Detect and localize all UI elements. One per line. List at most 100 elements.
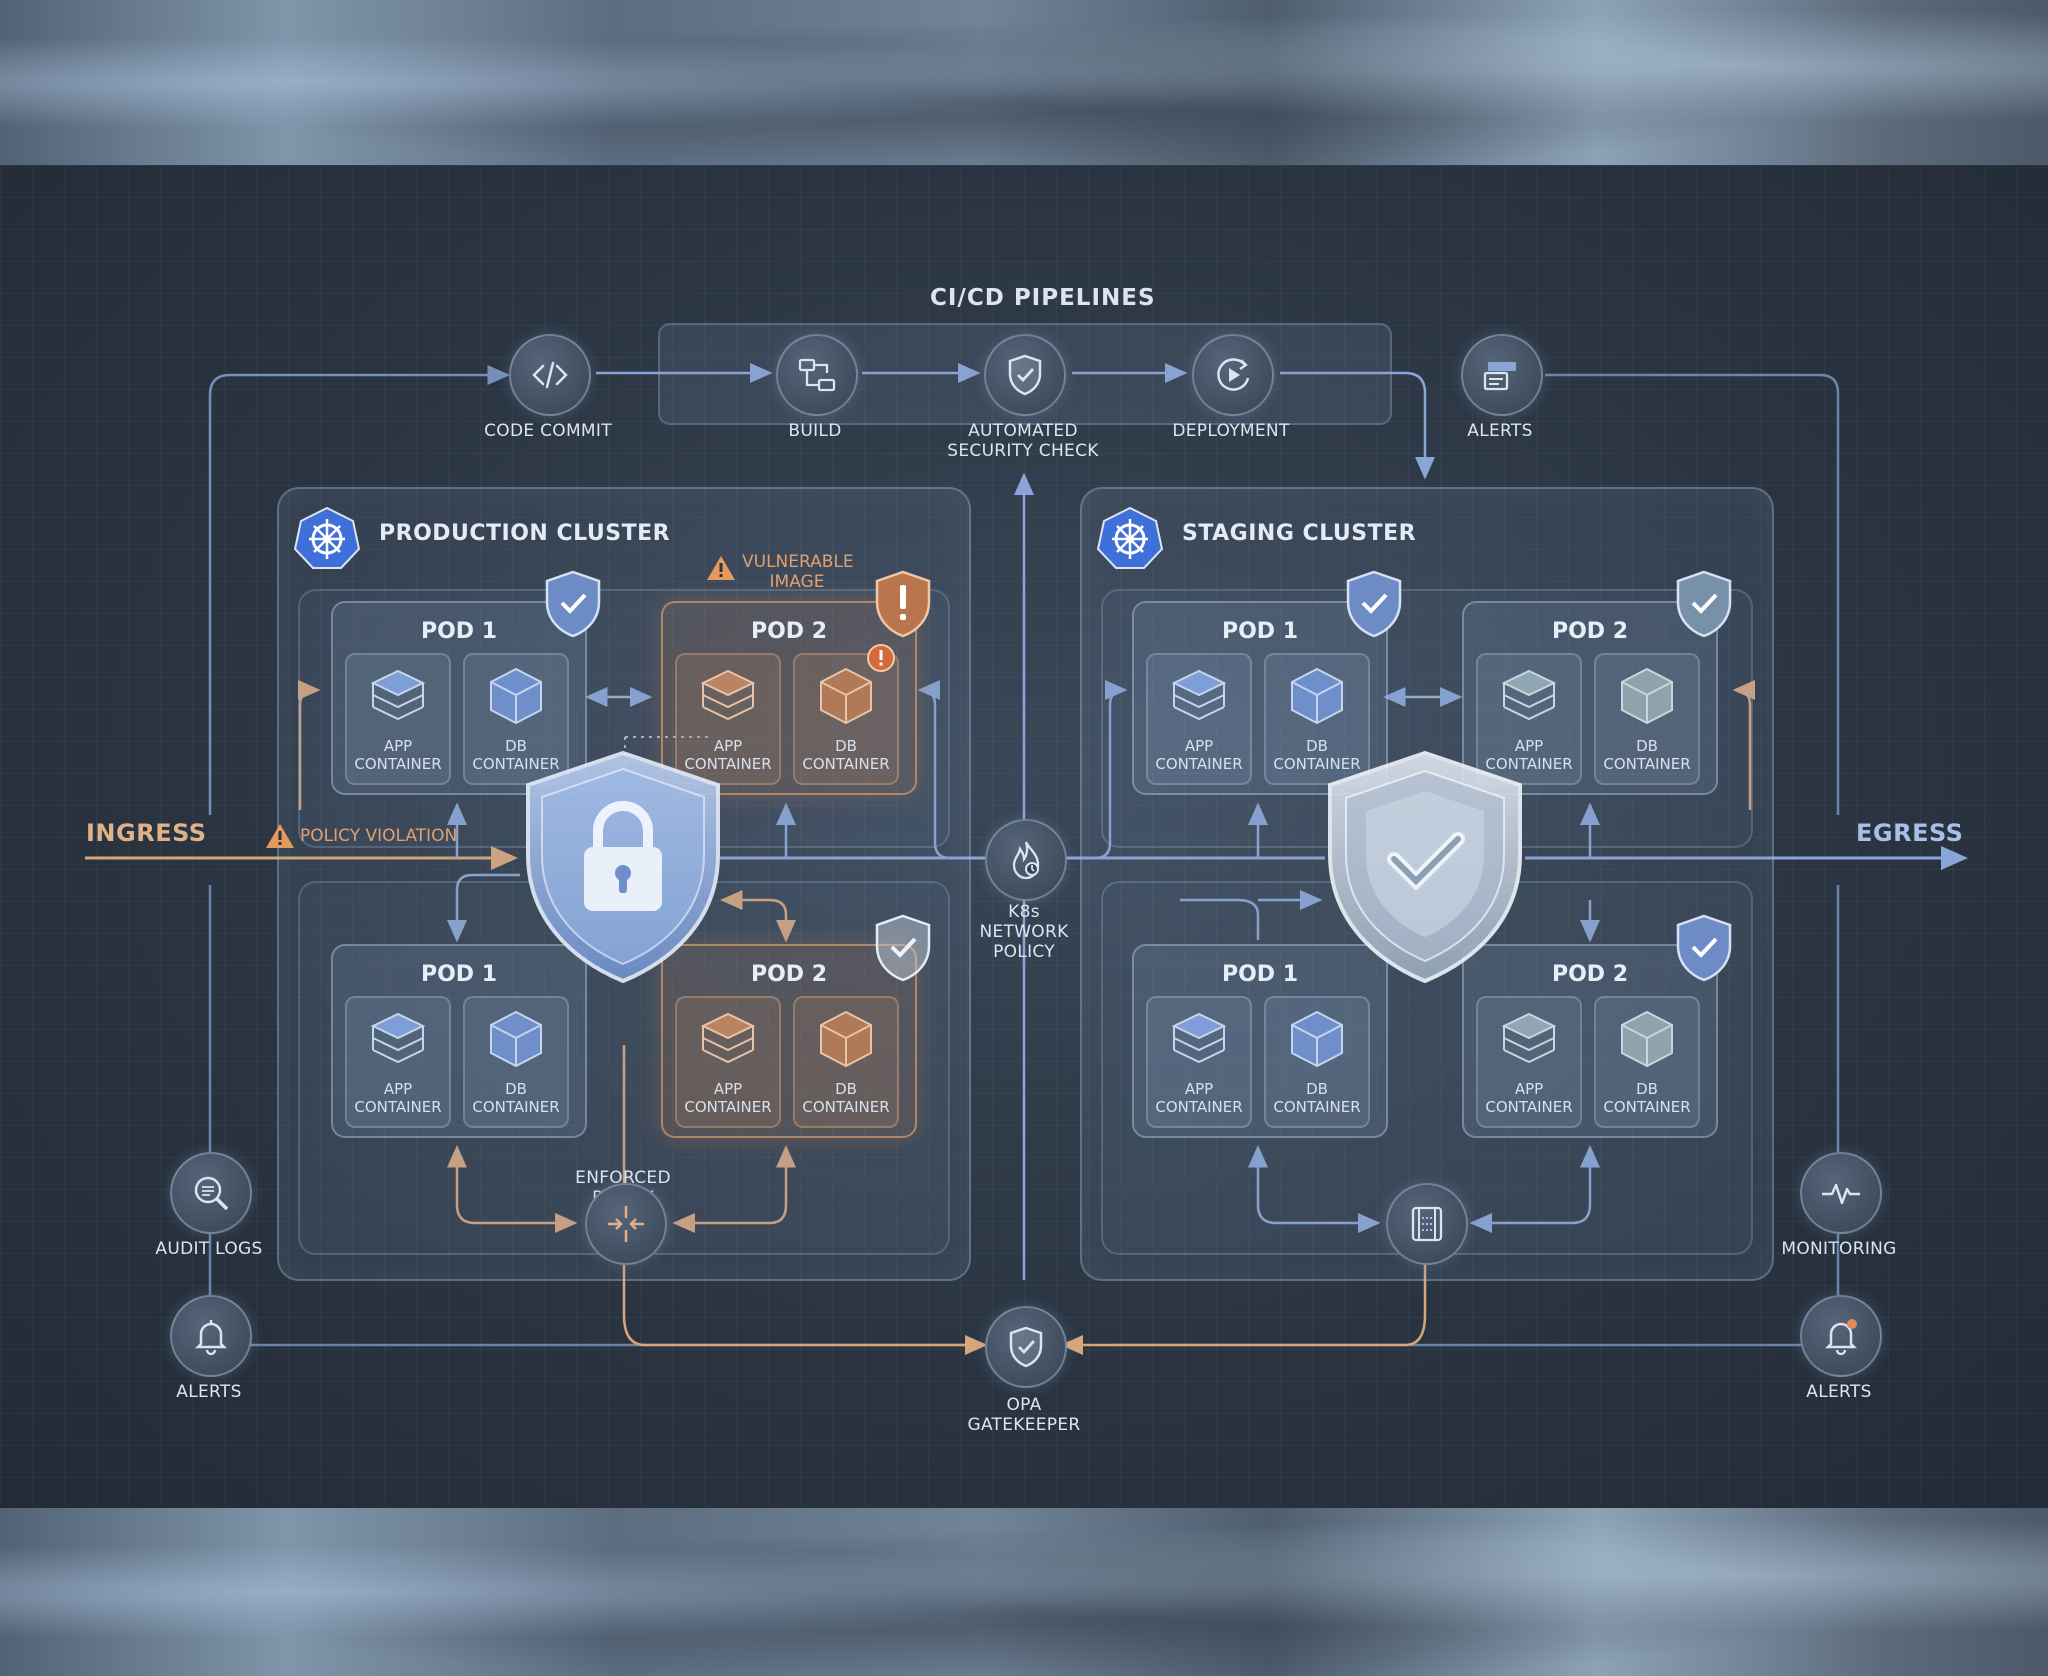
opa-gatekeeper-label: OPA GATEKEEPER — [967, 1395, 1081, 1435]
code-commit-node[interactable] — [509, 334, 591, 416]
app-container[interactable]: APP CONTAINER — [1146, 996, 1252, 1128]
production-cluster-title: PRODUCTION CLUSTER — [379, 521, 671, 546]
container-label: DB CONTAINER — [1603, 1080, 1691, 1116]
warning-triangle-icon — [707, 556, 735, 580]
left-alerts-label: ALERTS — [176, 1382, 242, 1402]
top-blur-band — [0, 0, 2048, 165]
wire-prod-pod3-hub — [447, 1145, 578, 1233]
wire-stg-hub-opa — [1060, 1265, 1427, 1355]
opa-gatekeeper-node[interactable] — [985, 1306, 1067, 1388]
layers-icon — [1501, 669, 1557, 721]
stg-pod-1-top[interactable]: POD 1 APP CONTAINER DB CONTAINER — [1132, 601, 1388, 795]
layers-icon — [370, 1012, 426, 1064]
wire-stg-shield-pod3 — [1180, 898, 1260, 940]
firewall-filter-icon — [1411, 1206, 1443, 1242]
build-node[interactable] — [776, 334, 858, 416]
wire-deploy-staging — [1280, 371, 1435, 480]
db-container[interactable]: DB CONTAINER — [1264, 653, 1370, 785]
audit-logs-node[interactable] — [170, 1152, 252, 1234]
diagram-canvas: CI/CD PIPELINES CODE COMMIT BUILD AUTOMA… — [0, 165, 2048, 1508]
stg-pod-2-top[interactable]: POD 2 APP CONTAINER DB CONTAINER — [1462, 601, 1718, 795]
staging-firewall-hub[interactable] — [1386, 1183, 1468, 1265]
pod-title: POD 2 — [1551, 619, 1629, 644]
pipeline-title: CI/CD PIPELINES — [930, 285, 1156, 311]
stg-pod-1-bottom[interactable]: POD 1 APP CONTAINER DB CONTAINER — [1132, 944, 1388, 1138]
db-container[interactable]: DB CONTAINER — [463, 996, 569, 1128]
deploy-cycle-icon — [1217, 358, 1250, 391]
shield-check-badge — [545, 570, 601, 638]
magnifier-icon — [194, 1176, 229, 1211]
policy-violation-label: POLICY VIOLATION — [300, 826, 458, 846]
right-alerts-label: ALERTS — [1806, 1382, 1872, 1402]
db-container[interactable]: DB CONTAINER — [1594, 653, 1700, 785]
db-container[interactable]: DB CONTAINER — [793, 653, 899, 785]
app-container[interactable]: APP CONTAINER — [675, 996, 781, 1128]
app-container[interactable]: APP CONTAINER — [345, 996, 451, 1128]
container-label: DB CONTAINER — [1273, 1080, 1361, 1116]
code-icon — [532, 361, 568, 389]
layers-icon — [700, 1012, 756, 1064]
prod-pod-1-bottom[interactable]: POD 1 APP CONTAINER DB CONTAINER — [331, 944, 587, 1138]
bottom-blur-band — [0, 1508, 2048, 1676]
container-label: DB CONTAINER — [1603, 737, 1691, 773]
staging-cluster-title: STAGING CLUSTER — [1182, 521, 1417, 546]
db-container[interactable]: DB CONTAINER — [793, 996, 899, 1128]
db-container[interactable]: DB CONTAINER — [1264, 996, 1370, 1128]
pod-title: POD 2 — [750, 619, 828, 644]
security-check-label: AUTOMATED SECURITY CHECK — [947, 421, 1099, 461]
container-label: APP CONTAINER — [1485, 1080, 1573, 1116]
container-label: APP CONTAINER — [684, 1080, 772, 1116]
wire-alerts-right — [1545, 373, 1840, 815]
cube-icon — [490, 1010, 542, 1068]
container-label: DB CONTAINER — [472, 737, 560, 773]
wire-prod-ingress-pod1 — [297, 680, 321, 810]
prod-pod-2-top[interactable]: POD 2 APP CONTAINER DB CONTAINER — [661, 601, 917, 795]
container-label: DB CONTAINER — [1273, 737, 1361, 773]
right-alerts-node[interactable] — [1800, 1295, 1882, 1377]
pod-title: POD 2 — [750, 962, 828, 987]
stg-pod-2-bottom[interactable]: POD 2 APP CONTAINER DB CONTAINER — [1462, 944, 1718, 1138]
vulnerable-image-label: VULNERABLE IMAGE — [742, 552, 854, 592]
kubernetes-logo-production — [294, 506, 360, 569]
prod-pod-1-top[interactable]: POD 1 APP CONTAINER DB CONTAINER — [331, 601, 587, 795]
app-container[interactable]: APP CONTAINER — [1146, 653, 1252, 785]
lock-shield-icon — [526, 750, 720, 984]
wire-prod-shield-pod4 — [720, 890, 796, 943]
monitoring-node[interactable] — [1800, 1152, 1882, 1234]
db-container[interactable]: DB CONTAINER — [1594, 996, 1700, 1128]
audit-logs-label: AUDIT LOGS — [155, 1239, 263, 1259]
kubernetes-logo-staging — [1097, 506, 1163, 569]
wire-prod-hub-opa — [622, 1265, 988, 1355]
wire-commit-left — [208, 365, 510, 815]
app-container[interactable]: APP CONTAINER — [1476, 653, 1582, 785]
prod-pod-2-bottom[interactable]: POD 2 APP CONTAINER DB CONTAINER — [661, 944, 917, 1138]
container-label: APP CONTAINER — [354, 1080, 442, 1116]
db-container[interactable]: DB CONTAINER — [463, 653, 569, 785]
cube-icon — [1291, 1010, 1343, 1068]
production-merge-hub[interactable] — [585, 1183, 667, 1265]
pipeline-alerts-node[interactable] — [1461, 334, 1543, 416]
layers-icon — [1171, 1012, 1227, 1064]
layers-icon — [370, 669, 426, 721]
alert-panel-icon — [1483, 362, 1516, 391]
layers-icon — [1171, 669, 1227, 721]
shield-check-icon — [1009, 1326, 1043, 1368]
cube-icon — [490, 667, 542, 725]
network-policy-node[interactable] — [985, 819, 1067, 901]
bell-notification-icon — [1824, 1319, 1858, 1356]
shield-check-icon — [1008, 354, 1042, 396]
security-check-node[interactable] — [984, 334, 1066, 416]
deployment-node[interactable] — [1192, 334, 1274, 416]
pipeline-alerts-label: ALERTS — [1467, 421, 1533, 441]
left-alerts-node[interactable] — [170, 1295, 252, 1377]
merge-arrows-icon — [608, 1206, 644, 1242]
shield-check-badge — [1676, 570, 1732, 638]
app-container[interactable]: APP CONTAINER — [675, 653, 781, 785]
egress-label: EGRESS — [1856, 819, 1964, 847]
app-container[interactable]: APP CONTAINER — [345, 653, 451, 785]
code-commit-label: CODE COMMIT — [484, 421, 612, 441]
check-shield-icon — [1328, 750, 1522, 984]
build-flow-icon — [798, 358, 836, 392]
app-container[interactable]: APP CONTAINER — [1476, 996, 1582, 1128]
container-label: APP CONTAINER — [1485, 737, 1573, 773]
